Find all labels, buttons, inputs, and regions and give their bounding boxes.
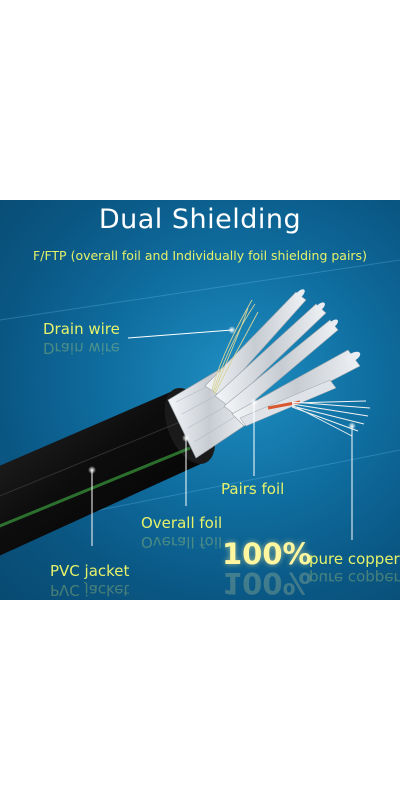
callout-lines [91, 329, 353, 546]
banner-subtitle: F/FTP (overall foil and Individually foi… [33, 248, 367, 263]
label-pairs-foil: Pairs foil [221, 480, 285, 498]
banner-title: Dual Shielding [98, 204, 302, 235]
copper-wires [267, 400, 371, 437]
label-pvc-jacket: PVC jacket [50, 562, 130, 580]
percent-badge-reflection: 100% [222, 566, 312, 600]
label-pure-copper: pure copper [309, 550, 400, 568]
callout-dots [88, 326, 356, 474]
product-banner-image: Dual Shielding F/FTP (overall foil and I… [0, 200, 400, 600]
drain-wire-shape [211, 299, 259, 395]
percent-badge: 100% [222, 537, 312, 571]
label-drain-wire: Drain wire [43, 320, 120, 338]
label-overall-foil: Overall foil [141, 514, 223, 532]
cable-illustration [0, 259, 400, 556]
pvc-jacket-shape [0, 390, 205, 556]
